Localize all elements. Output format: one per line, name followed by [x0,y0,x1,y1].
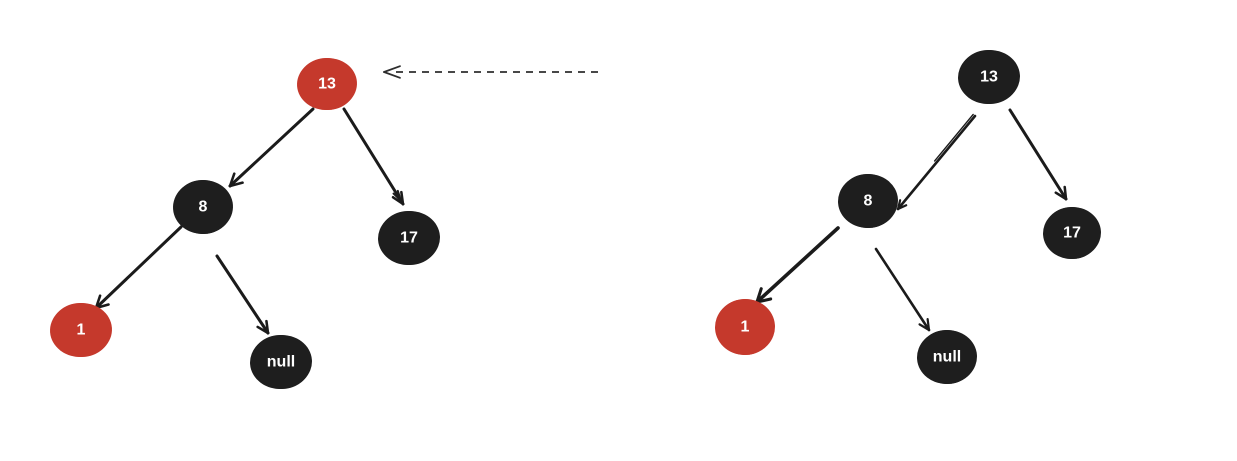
right-tree: 13 8 17 1 null [715,49,1101,385]
left-tree-node-1: 1 [50,302,112,358]
node-label: 13 [318,76,336,93]
edge-13-to-17 [342,107,405,206]
node-label: 1 [77,322,86,339]
node-label: 8 [199,199,208,216]
right-tree-node-13: 13 [958,49,1020,105]
edge-13-to-8 [228,107,315,188]
edge-8-to-1 [94,225,183,310]
edge-8-to-null [215,254,270,335]
node-label: null [267,354,295,371]
left-tree: 13 8 17 1 null [50,57,440,390]
edge-8-to-1 [755,226,840,304]
left-tree-node-13: 13 [297,57,357,111]
left-tree-node-null: null [250,334,312,390]
node-label: 17 [1063,225,1081,242]
node-label: 17 [400,230,418,247]
right-tree-node-17: 17 [1043,206,1101,260]
right-tree-node-1: 1 [715,298,775,356]
right-tree-node-8: 8 [838,173,898,229]
dashed-pointer-arrow [383,65,598,79]
left-tree-node-17: 17 [378,210,440,266]
edge-13-to-8 [896,113,977,211]
node-label: 13 [980,69,998,86]
edge-8-to-null [874,247,931,332]
node-label: 1 [741,319,750,336]
edge-13-to-17 [1008,108,1068,201]
node-label: 8 [864,193,873,210]
left-tree-node-8: 8 [173,179,233,235]
node-label: null [933,349,961,366]
right-tree-node-null: null [917,329,977,385]
